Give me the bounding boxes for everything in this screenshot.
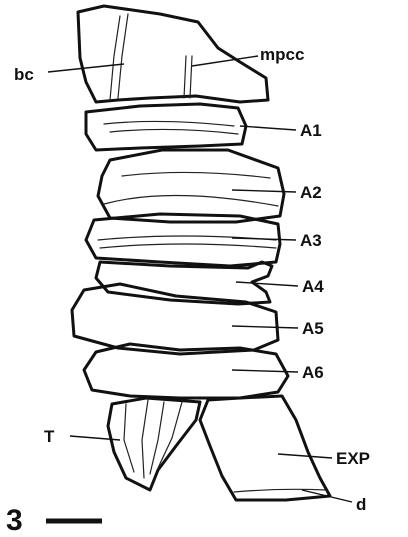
label-exp: EXP — [336, 449, 370, 468]
leader-mpcc — [192, 56, 258, 66]
label-bc: bc — [14, 65, 34, 84]
leader-exp — [278, 454, 332, 458]
label-mpcc: mpcc — [260, 45, 304, 64]
labels: bc mpcc A1 A2 A3 A4 A5 A6 T EXP d — [14, 45, 370, 514]
exopod — [200, 396, 330, 500]
label-a1: A1 — [300, 121, 322, 140]
telson — [108, 398, 200, 490]
carapace-fragment — [78, 6, 268, 102]
figure-number: 3 — [6, 504, 23, 537]
segment-a1 — [86, 104, 246, 150]
label-a3: A3 — [300, 231, 322, 250]
leader-a6 — [232, 370, 298, 372]
label-a5: A5 — [302, 319, 324, 338]
label-a6: A6 — [302, 363, 324, 382]
segment-a5 — [72, 284, 278, 354]
leader-a3 — [232, 238, 296, 240]
leader-a2 — [232, 190, 296, 192]
label-a4: A4 — [302, 277, 324, 296]
leader-a1 — [240, 126, 296, 130]
leader-a4 — [236, 282, 298, 286]
label-d: d — [356, 495, 366, 514]
label-a2: A2 — [300, 183, 322, 202]
leader-t — [70, 436, 120, 440]
leader-a5 — [232, 326, 298, 328]
label-t: T — [44, 427, 55, 446]
segment-a2 — [98, 150, 284, 222]
